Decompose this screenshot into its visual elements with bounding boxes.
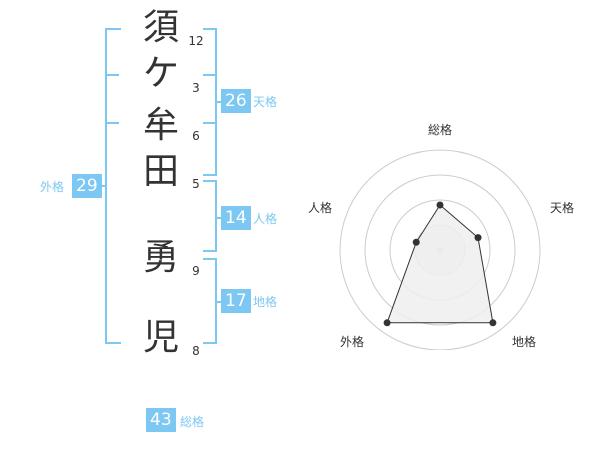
radar-point-0 [436,201,444,209]
chikaku-bracket-connector [215,301,221,303]
tenkaku-label: 天格 [253,95,278,109]
stroke-count-6: 8 [192,344,200,358]
stroke-count-1: 12 [188,34,204,48]
radar-point-1 [474,234,482,242]
name-char-3: 牟 [142,105,179,146]
name-char-4: 田 [142,151,179,192]
gaikaku-bracket-connector [100,185,107,187]
radar-point-4 [412,238,420,246]
soukaku-value: 43 [146,408,176,432]
jinkaku-value: 14 [221,206,251,230]
radar-axis-label-soukaku: 総格 [428,123,453,137]
stroke-count-2: 3 [192,81,200,95]
radar-point-2 [489,319,497,327]
tenkaku-bracket-connector [215,101,221,103]
radar-axis-label-jinkaku: 人格 [308,201,333,215]
name-char-2: ケ [142,53,179,94]
tenkaku-bracket-tick [203,74,215,76]
radar-chart [339,149,541,350]
stroke-count-5: 9 [192,264,200,278]
soukaku-label: 総格 [180,415,205,429]
chikaku-label: 地格 [253,295,278,309]
jinkaku-label: 人格 [253,212,278,226]
jinkaku-bracket-connector [215,217,221,219]
radar-axis-label-tenkaku: 天格 [550,201,575,215]
tenkaku-bracket-tick [203,122,215,124]
radar-series-polygon [386,204,494,324]
tenkaku-value: 26 [221,89,251,113]
gaikaku-bracket-tick [105,74,119,76]
radar-axis-label-chikaku: 地格 [512,335,537,349]
name-char-1: 須 [142,7,179,48]
gaikaku-bracket-tick [105,122,119,124]
stroke-count-3: 6 [192,129,200,143]
radar-ring [364,174,516,326]
stroke-count-4: 5 [192,177,200,191]
radar-point-3 [383,319,391,327]
name-char-5: 勇 [142,237,179,278]
jinkaku-bracket [203,180,217,252]
name-char-6: 児 [142,317,179,358]
gaikaku-label: 外格 [40,180,65,194]
gaikaku-value: 29 [72,174,102,198]
radar-axis-label-gaikaku: 外格 [340,335,365,349]
chikaku-value: 17 [221,289,251,313]
radar-ring [339,149,541,350]
